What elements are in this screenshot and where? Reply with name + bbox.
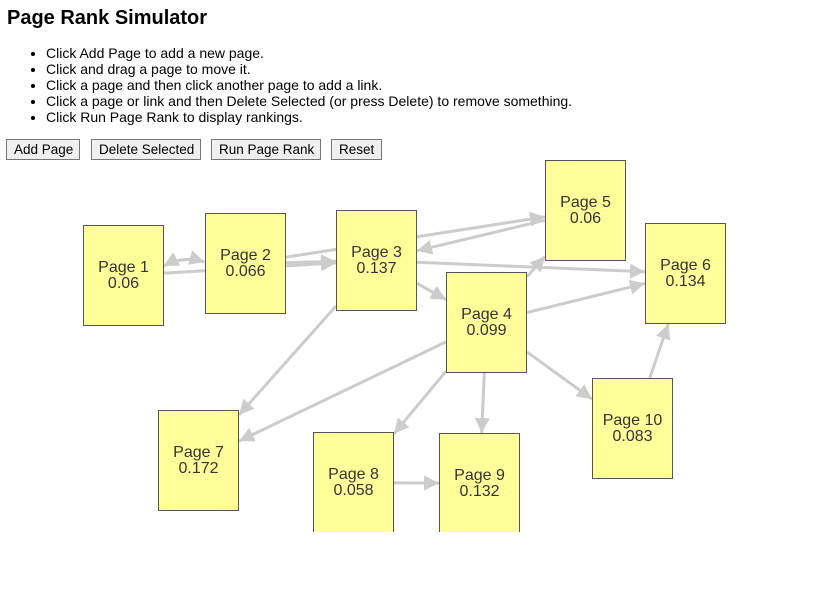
page-node-rank: 0.099 xyxy=(466,321,507,339)
page-node-name: Page 1 xyxy=(98,258,149,276)
page-node-rank: 0.06 xyxy=(569,209,602,227)
link-page-4-to-page-6[interactable] xyxy=(526,279,646,314)
page-node-rank: 0.137 xyxy=(356,259,397,277)
page-node-rank: 0.058 xyxy=(333,481,374,499)
instruction-add-page: Click Add Page to add a new page. xyxy=(46,45,572,61)
run-page-rank-button[interactable]: Run Page Rank xyxy=(211,139,321,160)
page-title: Page Rank Simulator xyxy=(7,7,208,29)
link-page-3-to-page-4[interactable] xyxy=(416,282,447,301)
page-node-name: Page 2 xyxy=(220,246,271,264)
instructions-list: Click Add Page to add a new page. Click … xyxy=(0,45,572,125)
link-page-4-to-page-9[interactable] xyxy=(474,372,490,434)
page-node-rank: 0.134 xyxy=(665,272,706,290)
page-node-rank: 0.083 xyxy=(612,427,653,445)
reset-button[interactable]: Reset xyxy=(331,139,382,160)
instruction-add-link: Click a page and then click another page… xyxy=(46,77,572,93)
page-node-name: Page 4 xyxy=(461,305,512,323)
link-page-10-to-page-6[interactable] xyxy=(648,323,671,379)
page-node-name: Page 5 xyxy=(560,193,611,211)
link-page-4-to-page-10[interactable] xyxy=(526,350,593,401)
page-node-rank: 0.132 xyxy=(459,482,500,500)
link-page-4-to-page-7[interactable] xyxy=(238,340,447,443)
add-page-button[interactable]: Add Page xyxy=(6,139,80,160)
page-node-name: Page 10 xyxy=(602,411,663,429)
link-page-4-to-page-8[interactable] xyxy=(392,370,448,435)
link-page-3-to-page-7[interactable] xyxy=(237,305,338,416)
link-page-5-to-page-3[interactable] xyxy=(416,218,546,255)
link-page-4-to-page-5[interactable] xyxy=(525,255,547,278)
delete-selected-button[interactable]: Delete Selected xyxy=(91,139,201,160)
link-page-2-to-page-1[interactable] xyxy=(162,252,205,268)
page-node-name: Page 8 xyxy=(328,465,379,483)
instruction-drag-page: Click and drag a page to move it. xyxy=(46,61,572,77)
instruction-delete: Click a page or link and then Delete Sel… xyxy=(46,93,572,109)
page-node-rank: 0.066 xyxy=(225,262,266,280)
page-node-name: Page 6 xyxy=(660,256,711,274)
link-page-2-to-page-3[interactable] xyxy=(285,254,337,270)
page-node-name: Page 3 xyxy=(351,243,402,261)
page-node-name: Page 7 xyxy=(173,443,224,461)
page-node-name: Page 9 xyxy=(454,466,505,484)
instruction-run: Click Run Page Rank to display rankings. xyxy=(46,109,572,125)
page-node-rank: 0.172 xyxy=(178,459,219,477)
page-node-rank: 0.06 xyxy=(107,274,140,292)
